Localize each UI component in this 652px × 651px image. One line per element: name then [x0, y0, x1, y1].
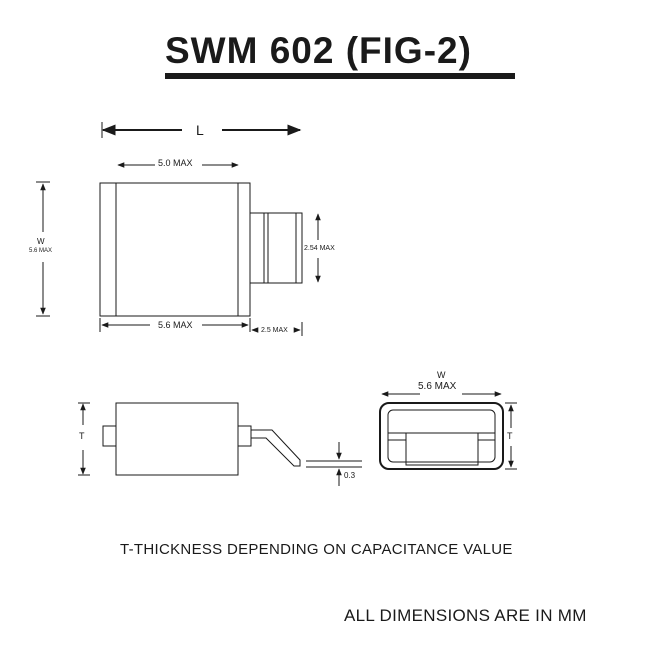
end-view-core: [405, 432, 479, 466]
title-underline: [165, 73, 515, 79]
side-view-body: [115, 402, 239, 476]
top-view-body: [99, 182, 251, 317]
side-view-left-cap: [102, 425, 117, 447]
lead-thickness-label: 0.3: [344, 471, 356, 480]
end-width-value: 5.6 MAX: [418, 381, 457, 392]
top-view-lead: [249, 212, 303, 284]
length-symbol: L: [196, 122, 204, 138]
end-thickness-symbol: T: [507, 431, 513, 441]
height-value-label: 5.6 MAX: [29, 248, 53, 254]
end-width-symbol: W: [437, 370, 446, 380]
units-note: ALL DIMENSIONS ARE IN MM: [344, 606, 587, 625]
end-view-inner: [387, 409, 496, 463]
lead-length-label: 2.5 MAX: [261, 327, 288, 334]
thickness-note: T-THICKNESS DEPENDING ON CAPACITANCE VAL…: [120, 541, 513, 558]
body-width-label: 5.0 MAX: [158, 158, 193, 168]
lead-height-label: 2.54 MAX: [304, 245, 335, 252]
height-symbol: W: [37, 237, 45, 246]
side-view-right-cap: [237, 425, 252, 447]
drawing-title: SWM 602 (FIG-2): [165, 30, 472, 71]
end-view-outer: [379, 402, 504, 470]
side-thickness-symbol: T: [79, 431, 85, 441]
side-view-lead: [251, 429, 301, 467]
overall-width-label: 5.6 MAX: [158, 320, 193, 330]
